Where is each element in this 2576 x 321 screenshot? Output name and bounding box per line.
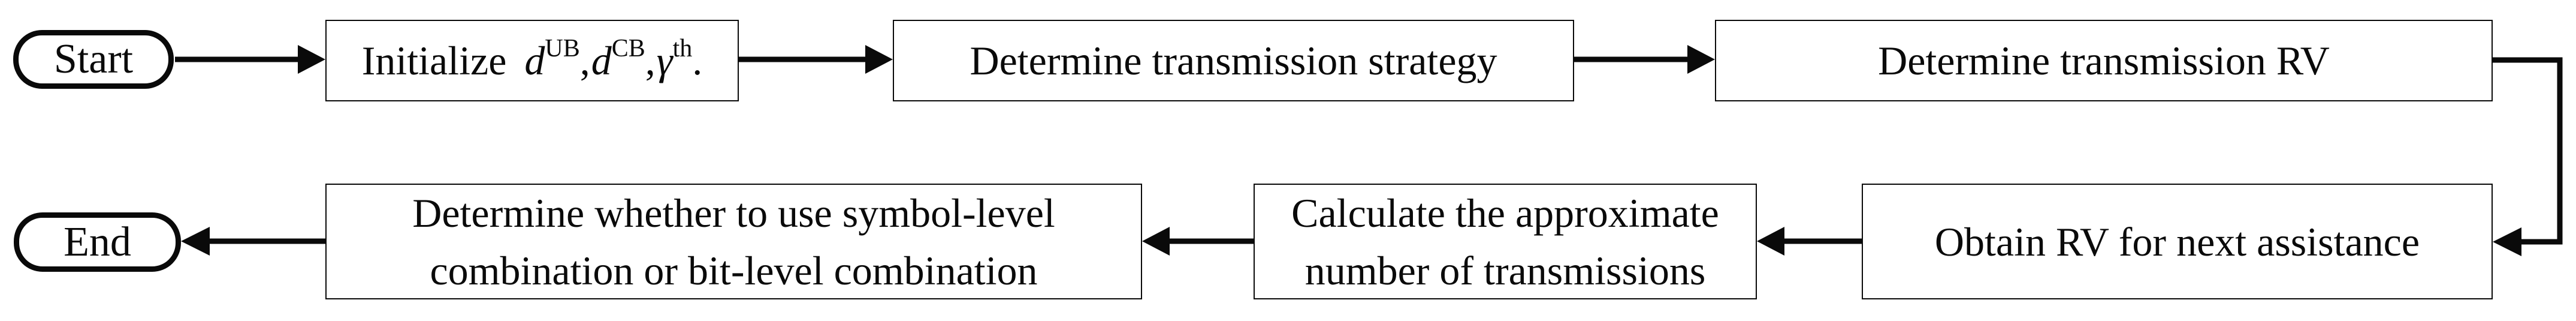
arrow-obtain-rv-to-calculate bbox=[1757, 227, 1862, 256]
arrow-transmission-rv-to-obtain-rv bbox=[2493, 57, 2563, 256]
arrow-start-to-initialize bbox=[175, 45, 325, 74]
arrow-strategy-to-transmission-rv bbox=[1574, 45, 1715, 74]
node-determine-strategy: Determine transmission strategy bbox=[893, 20, 1574, 101]
node-calculate-line2: number of transmissions bbox=[1304, 247, 1706, 293]
variable-gamma: γ bbox=[656, 38, 673, 83]
arrow-combination-to-end bbox=[181, 227, 325, 256]
arrowhead bbox=[1757, 227, 1784, 256]
comma: , bbox=[579, 38, 590, 83]
comma: , bbox=[645, 38, 656, 83]
node-obtain-rv-label: Obtain RV for next assistance bbox=[1934, 218, 2420, 265]
node-start-label: Start bbox=[53, 36, 134, 82]
arrowhead bbox=[1142, 227, 1170, 256]
arrowhead bbox=[1687, 45, 1715, 74]
initialize-text: Initialize bbox=[361, 38, 507, 83]
node-combination-line2: combination or bit-level combination bbox=[430, 247, 1038, 293]
variable-d-ub: d bbox=[524, 38, 545, 83]
superscript-th: th bbox=[672, 35, 693, 62]
arrowhead bbox=[2493, 227, 2521, 256]
superscript-cb: CB bbox=[611, 35, 645, 62]
node-determine-transmission-rv-label: Determine transmission RV bbox=[1878, 38, 2330, 83]
initialize-formula: dUB,dCB,γth. bbox=[523, 32, 702, 89]
variable-d-cb: d bbox=[591, 38, 612, 83]
period: . bbox=[692, 38, 703, 83]
superscript-ub: UB bbox=[545, 35, 580, 62]
arrowhead bbox=[181, 227, 210, 256]
node-combination-line1: Determine whether to use symbol-level bbox=[412, 190, 1055, 236]
node-end: End bbox=[14, 212, 181, 272]
node-combination: Determine whether to use symbol-level co… bbox=[325, 184, 1142, 299]
node-obtain-rv: Obtain RV for next assistance bbox=[1862, 184, 2493, 299]
arrow-initialize-to-strategy bbox=[739, 45, 893, 74]
node-start: Start bbox=[13, 30, 174, 89]
arrow-calculate-to-combination bbox=[1142, 227, 1254, 256]
arrowhead bbox=[865, 45, 893, 74]
node-determine-transmission-rv: Determine transmission RV bbox=[1715, 20, 2493, 101]
node-determine-strategy-label: Determine transmission strategy bbox=[970, 38, 1497, 83]
node-calculate: Calculate the approximate number of tran… bbox=[1254, 184, 1757, 299]
arrowhead bbox=[298, 45, 325, 74]
arrow-shaft bbox=[2493, 57, 2563, 245]
node-calculate-line1: Calculate the approximate bbox=[1291, 190, 1719, 236]
node-end-label: End bbox=[64, 218, 131, 265]
